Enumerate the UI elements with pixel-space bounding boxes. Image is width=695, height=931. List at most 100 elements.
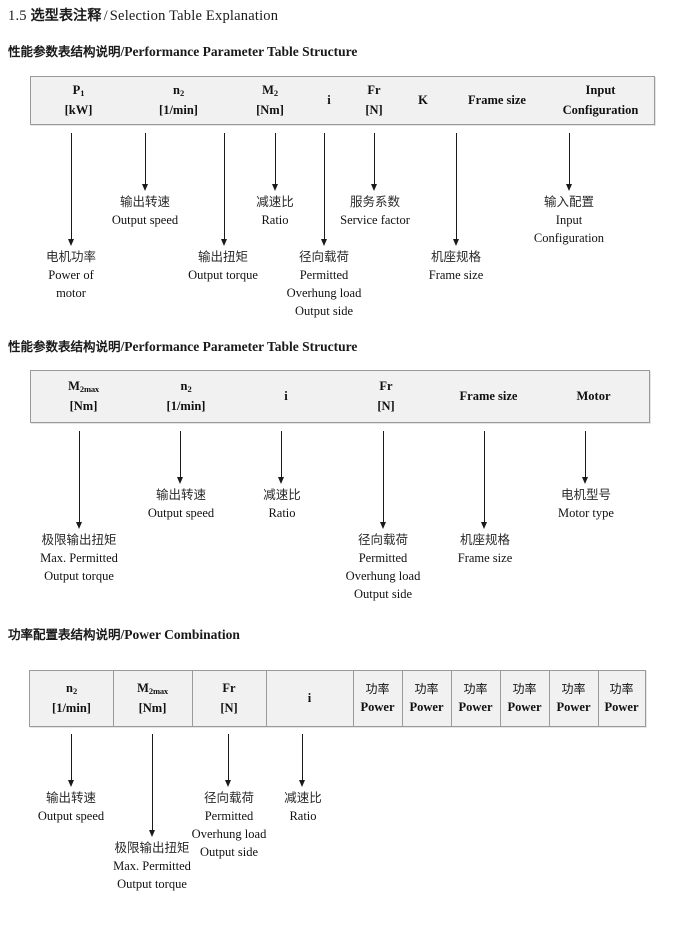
table3-divider-6 xyxy=(451,671,452,726)
annotation-output-speed-3: 输出转速 Output speed xyxy=(37,790,105,824)
table1-col-input-line1: Input xyxy=(585,83,616,98)
table1-col-p1-unit: [kW] xyxy=(64,102,93,117)
annotation-ratio: 减速比 Ratio xyxy=(256,194,294,228)
table2-col-m2max: M2max [Nm] xyxy=(31,371,136,422)
table3-col-power-2: 功率 Power xyxy=(409,681,444,715)
arrow-to-frame-size-2 xyxy=(480,431,489,529)
table3-col-n2-unit: [1/min] xyxy=(52,700,91,715)
table2-col-n2: n2 [1/min] xyxy=(136,371,236,422)
table1-col-frame-size: Frame size xyxy=(447,77,547,124)
annotation-ratio-3: 减速比 Ratio xyxy=(284,790,322,824)
table1-col-fr-symbol: Fr xyxy=(367,83,381,98)
table3-divider-1 xyxy=(113,671,114,726)
arrow-to-frame-size xyxy=(452,133,461,246)
table1-col-fr-unit: [N] xyxy=(365,102,383,117)
table3-divider-3 xyxy=(266,671,267,726)
section-2-heading-sep: / xyxy=(120,339,125,354)
table1-col-i: i xyxy=(309,77,349,124)
table3-col-m2max: M2max [Nm] xyxy=(113,671,192,726)
document-title-en: Selection Table Explanation xyxy=(109,8,279,24)
annotation-service-factor: 服务系数 Service factor xyxy=(340,194,410,228)
table3-col-power-6: 功率 Power xyxy=(604,681,639,715)
table2-col-m2max-unit: [Nm] xyxy=(69,398,98,413)
table3-col-fr-unit: [N] xyxy=(220,700,238,715)
arrow-to-permitted-overhung-load-3 xyxy=(224,734,233,787)
section-1-heading-cn: 性能参数表结构说明 xyxy=(8,44,121,59)
table1-col-input-line2: Configuration xyxy=(562,102,639,117)
arrow-to-output-speed xyxy=(141,133,150,191)
table2-col-fr-unit: [N] xyxy=(377,398,395,413)
arrow-to-max-permitted-output-torque-3 xyxy=(148,734,157,837)
table1-col-k-symbol: K xyxy=(418,92,428,107)
performance-parameter-table-1: P1 [kW] n2 [1/min] M2 [Nm] i Fr [N] K Fr… xyxy=(30,76,655,125)
arrow-to-ratio xyxy=(271,133,280,191)
table3-divider-5 xyxy=(402,671,403,726)
arrow-to-input-configuration xyxy=(565,133,574,191)
table3-divider-7 xyxy=(500,671,501,726)
annotation-output-speed-2: 输出转速 Output speed xyxy=(147,487,215,521)
annotation-ratio-2: 减速比 Ratio xyxy=(263,487,301,521)
annotation-permitted-overhung-load: 径向载荷 Permitted Overhung load Output side xyxy=(286,249,362,319)
table3-col-power-1: 功率 Power xyxy=(360,681,395,715)
table1-col-k: K xyxy=(399,77,447,124)
table2-col-fr-symbol: Fr xyxy=(379,379,393,394)
annotation-motor-type: 电机型号 Motor type xyxy=(558,487,614,521)
table3-col-power-5: 功率 Power xyxy=(556,681,591,715)
table3-col-i: i xyxy=(266,671,353,726)
annotation-frame-size-2: 机座规格 Frame size xyxy=(457,532,513,566)
table2-col-frame-size: Frame size xyxy=(436,371,541,422)
table1-col-n2: n2 [1/min] xyxy=(126,77,231,124)
table1-col-p1: P1 [kW] xyxy=(31,77,126,124)
annotation-power-of-motor: 电机功率 Power of motor xyxy=(45,249,97,301)
table3-divider-8 xyxy=(549,671,550,726)
section-number: 1.5 xyxy=(8,8,27,24)
section-3-heading-en: Power Combination xyxy=(124,627,240,642)
annotation-output-torque: 输出扭矩 Output torque xyxy=(188,249,258,283)
table2-col-motor-symbol: Motor xyxy=(576,388,611,403)
section-2-heading-en: Performance Parameter Table Structure xyxy=(124,339,358,354)
arrow-to-ratio-2 xyxy=(277,431,286,484)
arrow-to-ratio-3 xyxy=(298,734,307,787)
table3-divider-2 xyxy=(192,671,193,726)
performance-parameter-table-2: M2max [Nm] n2 [1/min] i Fr [N] Frame siz… xyxy=(30,370,650,423)
section-1-heading-en: Performance Parameter Table Structure xyxy=(124,44,358,59)
table3-divider-4 xyxy=(353,671,354,726)
arrow-to-power-of-motor xyxy=(67,133,76,246)
table1-col-fr: Fr [N] xyxy=(349,77,399,124)
table2-col-i-symbol: i xyxy=(284,388,288,403)
arrow-to-output-speed-2 xyxy=(176,431,185,484)
annotation-permitted-overhung-load-2: 径向载荷 Permitted Overhung load Output side xyxy=(345,532,421,602)
annotation-max-permitted-output-torque-3: 极限输出扭矩 Max. Permitted Output torque xyxy=(113,840,191,892)
arrow-to-motor-type xyxy=(581,431,590,484)
table3-col-n2: n2 [1/min] xyxy=(30,671,113,726)
table1-col-m2-unit: [Nm] xyxy=(256,102,284,117)
section-3-heading-cn: 功率配置表结构说明 xyxy=(8,627,121,642)
annotation-frame-size: 机座规格 Frame size xyxy=(428,249,484,283)
section-2-heading: 性能参数表结构说明/Performance Parameter Table St… xyxy=(8,336,357,355)
arrow-to-permitted-overhung-load xyxy=(320,133,329,246)
table1-col-n2-unit: [1/min] xyxy=(159,102,198,117)
table1-col-m2: M2 [Nm] xyxy=(231,77,309,124)
annotation-max-permitted-output-torque: 极限输出扭矩 Max. Permitted Output torque xyxy=(40,532,118,584)
power-combination-table: n2 [1/min] M2max [Nm] Fr [N] i 功率 Power … xyxy=(29,670,646,727)
arrow-to-output-speed-3 xyxy=(67,734,76,787)
table3-divider-9 xyxy=(598,671,599,726)
table1-col-frame-size-symbol: Frame size xyxy=(468,92,526,107)
section-3-heading: 功率配置表结构说明/Power Combination xyxy=(8,624,240,643)
table3-col-i-symbol: i xyxy=(307,690,312,705)
table2-col-frame-size-symbol: Frame size xyxy=(459,388,518,403)
table1-col-input-configuration: Input Configuration xyxy=(547,77,654,124)
arrow-to-service-factor xyxy=(370,133,379,191)
table2-col-motor: Motor xyxy=(541,371,646,422)
document-title-cn: 选型表注释 xyxy=(30,8,102,24)
arrow-to-max-permitted-output-torque xyxy=(75,431,84,529)
section-1-heading: 性能参数表结构说明/Performance Parameter Table St… xyxy=(8,41,357,60)
section-2-heading-cn: 性能参数表结构说明 xyxy=(8,339,121,354)
table1-col-i-symbol: i xyxy=(327,92,331,107)
annotation-permitted-overhung-load-3: 径向载荷 Permitted Overhung load Output side xyxy=(191,790,267,860)
annotation-output-speed: 输出转速 Output speed xyxy=(111,194,179,228)
table3-col-fr-symbol: Fr xyxy=(222,681,236,696)
table3-col-power-4: 功率 Power xyxy=(507,681,542,715)
table2-col-fr: Fr [N] xyxy=(336,371,436,422)
